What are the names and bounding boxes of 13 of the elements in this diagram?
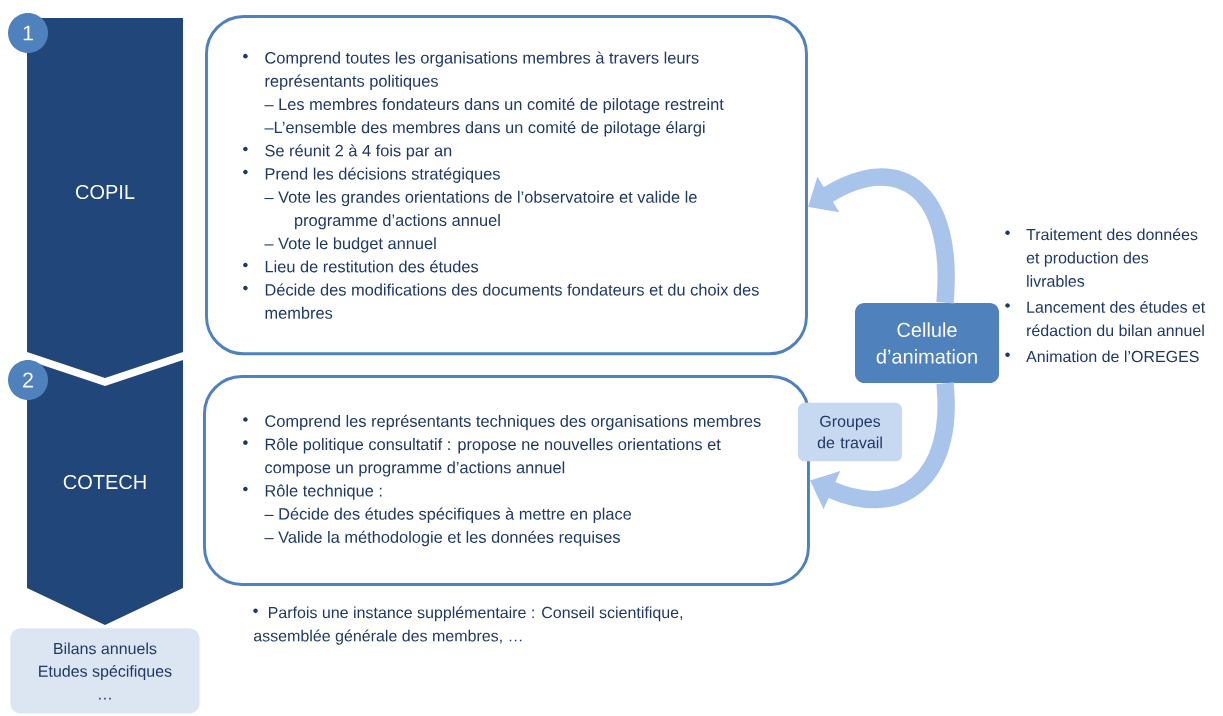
group-box: Groupes de travail [798,402,902,462]
label: Parfois une instance supplémentaire : Conseil scientifique, assemblée générale des membres, … [253,606,683,645]
label: Traitement des données et production des livrables [1026,228,1198,287]
team-box: Cellule d’animation [855,303,999,383]
description-box: Comprend les représentants techniques des organisations membres Rôle politique consultatif : propose ne nouvelles orientations et compose un programme d’actions annuel Rôle technique : – Décide des études spécifiques à mettre en place – Valide la méthodologie et les données requises [203,375,810,586]
curved-arrow [808,168,955,304]
description-box: Comprend toutes les organisations membres à travers leurs représentants politiques – Les membres fondateurs dans un comité de pilotage restreint –L’ensemble des membres dans un comité de pilotage élargi Se réunit 2 à 4 fois par an Prend les décisions stratégiques – Vote les grandes orientations de l’observatoire et valide le programme d’actions annuel – Vote le budget annuel Lieu de restitution des études Décide des modifications des documents fondateurs et du choix des membres [205,15,808,356]
output-box: Bilans annuels Etudes spécifiques … [10,628,200,714]
label: Lancement des études et rédaction du bilan annuel [1027,300,1206,337]
label: Animation de l’OREGES [1026,350,1199,363]
number-badge: 2 [8,360,48,400]
node-label: COTECH [63,474,146,490]
number-badge: 1 [8,13,48,53]
